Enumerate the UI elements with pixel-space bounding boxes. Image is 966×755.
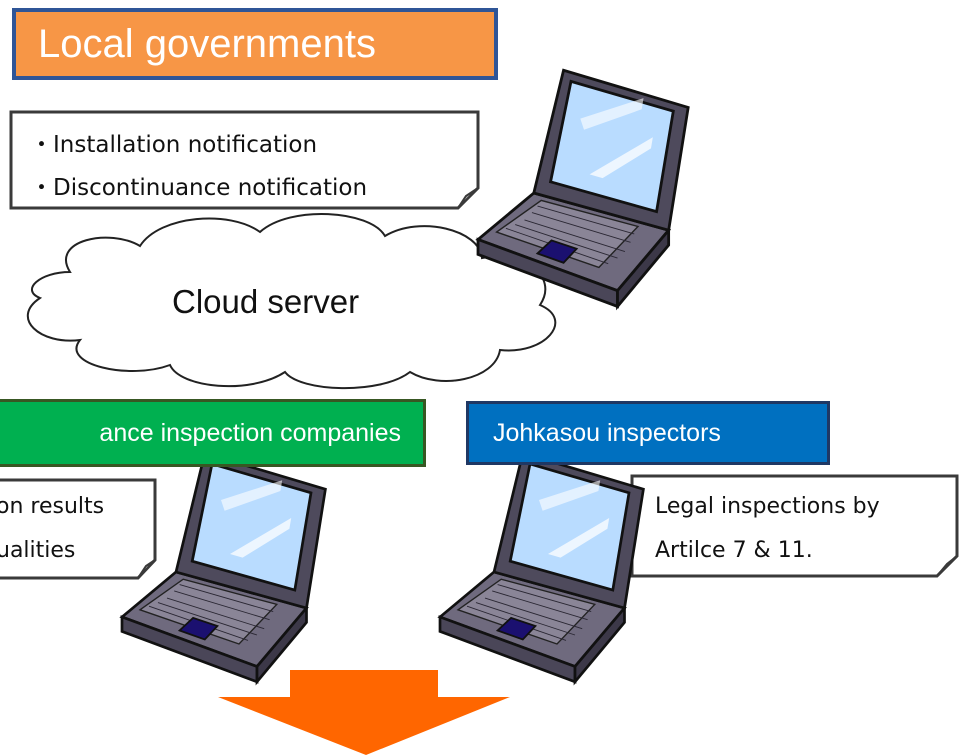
cloud-shape	[26, 212, 557, 390]
johkasou-inspectors-box: Johkasou inspectors	[466, 401, 830, 465]
maintenance-callout	[0, 478, 157, 580]
johkasou-inspectors-title: Johkasou inspectors	[493, 418, 721, 447]
down-arrow	[218, 670, 510, 755]
local-governments-title: Local governments	[38, 21, 376, 66]
installation-notification-item: ・Installation notification	[30, 132, 318, 158]
local-governments-box: Local governments	[12, 8, 498, 80]
maintenance-item-1: on results	[0, 494, 105, 519]
discontinuance-notification-item: ・Discontinuance notification	[30, 175, 368, 201]
maintenance-item-2: ualities	[0, 538, 76, 563]
maintenance-companies-box: ance inspection companies	[0, 399, 426, 467]
maintenance-companies-title: ance inspection companies	[99, 418, 401, 447]
local-gov-callout	[9, 110, 480, 210]
laptop-icon	[438, 451, 645, 684]
legal-inspections-line-2: Artilce 7 & 11.	[655, 538, 813, 563]
cloud-server-label: Cloud server	[172, 283, 360, 320]
legal-inspections-line-1: Legal inspections by	[655, 494, 880, 519]
